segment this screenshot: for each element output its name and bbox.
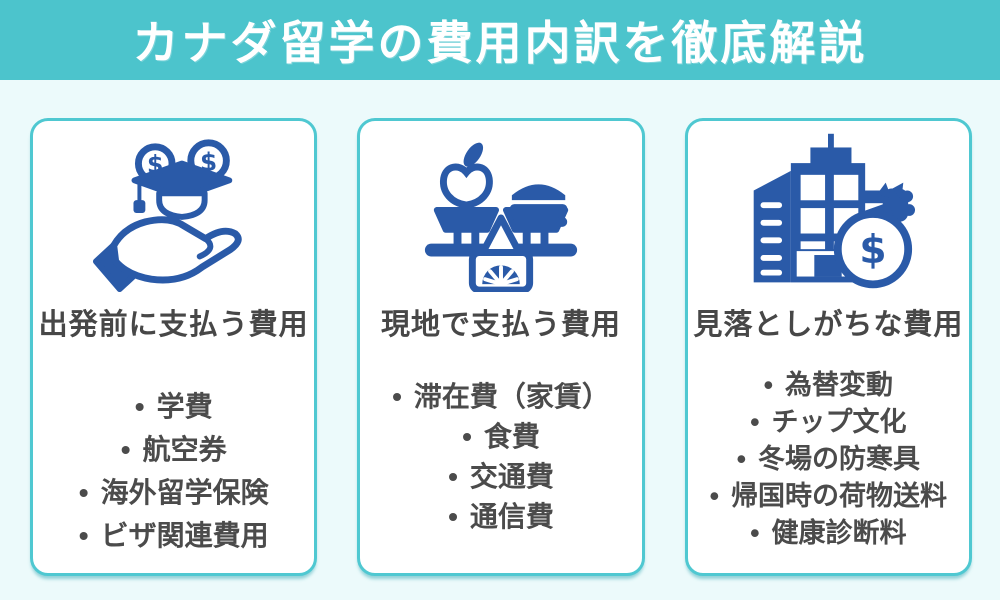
building-money-bag-icon: $ [754,133,916,289]
card-icon-area: $ $ [33,121,314,292]
list-item: ビザ関連費用 [33,514,314,557]
card-overlooked-costs: $ 見落としがちな費用 為替変動 チップ文化 冬場の防寒具 帰国時の荷物送料 健… [684,118,972,576]
card-icon-area [360,121,641,292]
list-item: 冬場の防寒具 [688,441,969,478]
list-item: チップ文化 [688,404,969,441]
svg-text:$: $ [860,228,887,273]
list-item: 通信費 [360,497,641,537]
balance-scale-food-icon [424,142,578,292]
graduation-cap-coins-hand-icon: $ $ [92,139,242,292]
page-title: カナダ留学の費用内訳を徹底解説 [132,17,868,69]
list-item: 海外留学保険 [33,471,314,514]
list-item: 滞在費（家賃） [360,377,641,417]
card-title: 出発前に支払う費用 [38,309,309,341]
list-item: 食費 [360,417,641,457]
list-item: 健康診断料 [688,515,969,552]
list-item: 帰国時の荷物送料 [688,478,969,515]
list-item: 交通費 [360,457,641,497]
card-local-costs: 現地で支払う費用 滞在費（家賃） 食費 交通費 通信費 [357,118,645,576]
card-title: 現地で支払う費用 [380,309,621,341]
list-item: 学費 [33,385,314,428]
cost-list: 学費 航空券 海外留学保険 ビザ関連費用 [33,385,314,557]
card-before-departure: $ $ 出発前に支払う費用 学費 航空券 海外留学保険 ビザ関連費用 [30,118,318,576]
list-item: 為替変動 [688,367,969,404]
cost-list: 為替変動 チップ文化 冬場の防寒具 帰国時の荷物送料 健康診断料 [688,367,969,552]
cost-list: 滞在費（家賃） 食費 交通費 通信費 [360,377,641,537]
list-item: 航空券 [33,428,314,471]
header-banner: カナダ留学の費用内訳を徹底解説 [0,0,1000,80]
card-icon-area: $ [688,121,969,291]
cards-row: $ $ 出発前に支払う費用 学費 航空券 海外留学保険 ビザ関連費用 [0,80,1000,576]
card-title: 見落としがちな費用 [693,309,964,341]
